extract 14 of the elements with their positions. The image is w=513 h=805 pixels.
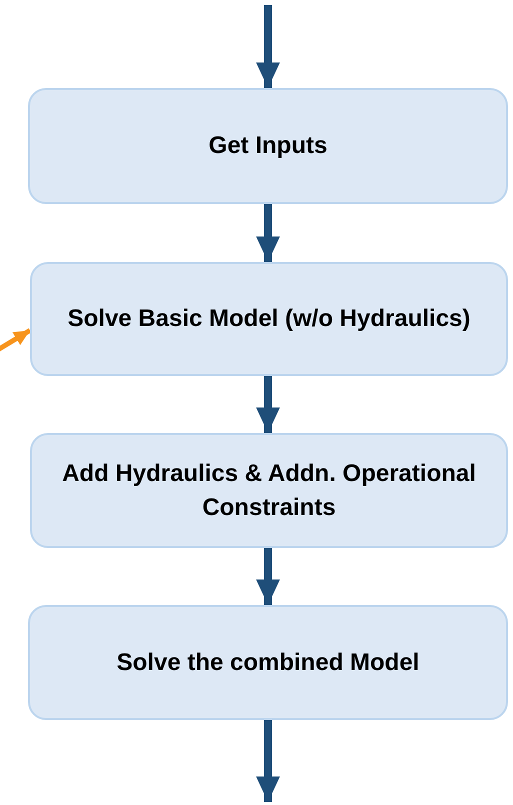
arrow <box>0 328 32 354</box>
box-label: Add Hydraulics & Addn. Operational Constraints <box>61 458 477 522</box>
arrow <box>256 720 280 802</box>
process-box <box>28 605 508 720</box>
process-box <box>30 262 508 376</box>
process-box <box>30 433 508 548</box>
arrow <box>256 5 280 88</box>
box-label: Solve Basic Model (w/o Hydraulics) <box>66 304 472 334</box>
box-label: Solve the combined Model <box>116 648 420 678</box>
process-box <box>28 88 508 204</box>
box-label: Get Inputs <box>208 131 328 162</box>
arrow <box>256 204 280 262</box>
arrow <box>256 376 280 433</box>
arrow <box>256 548 280 605</box>
